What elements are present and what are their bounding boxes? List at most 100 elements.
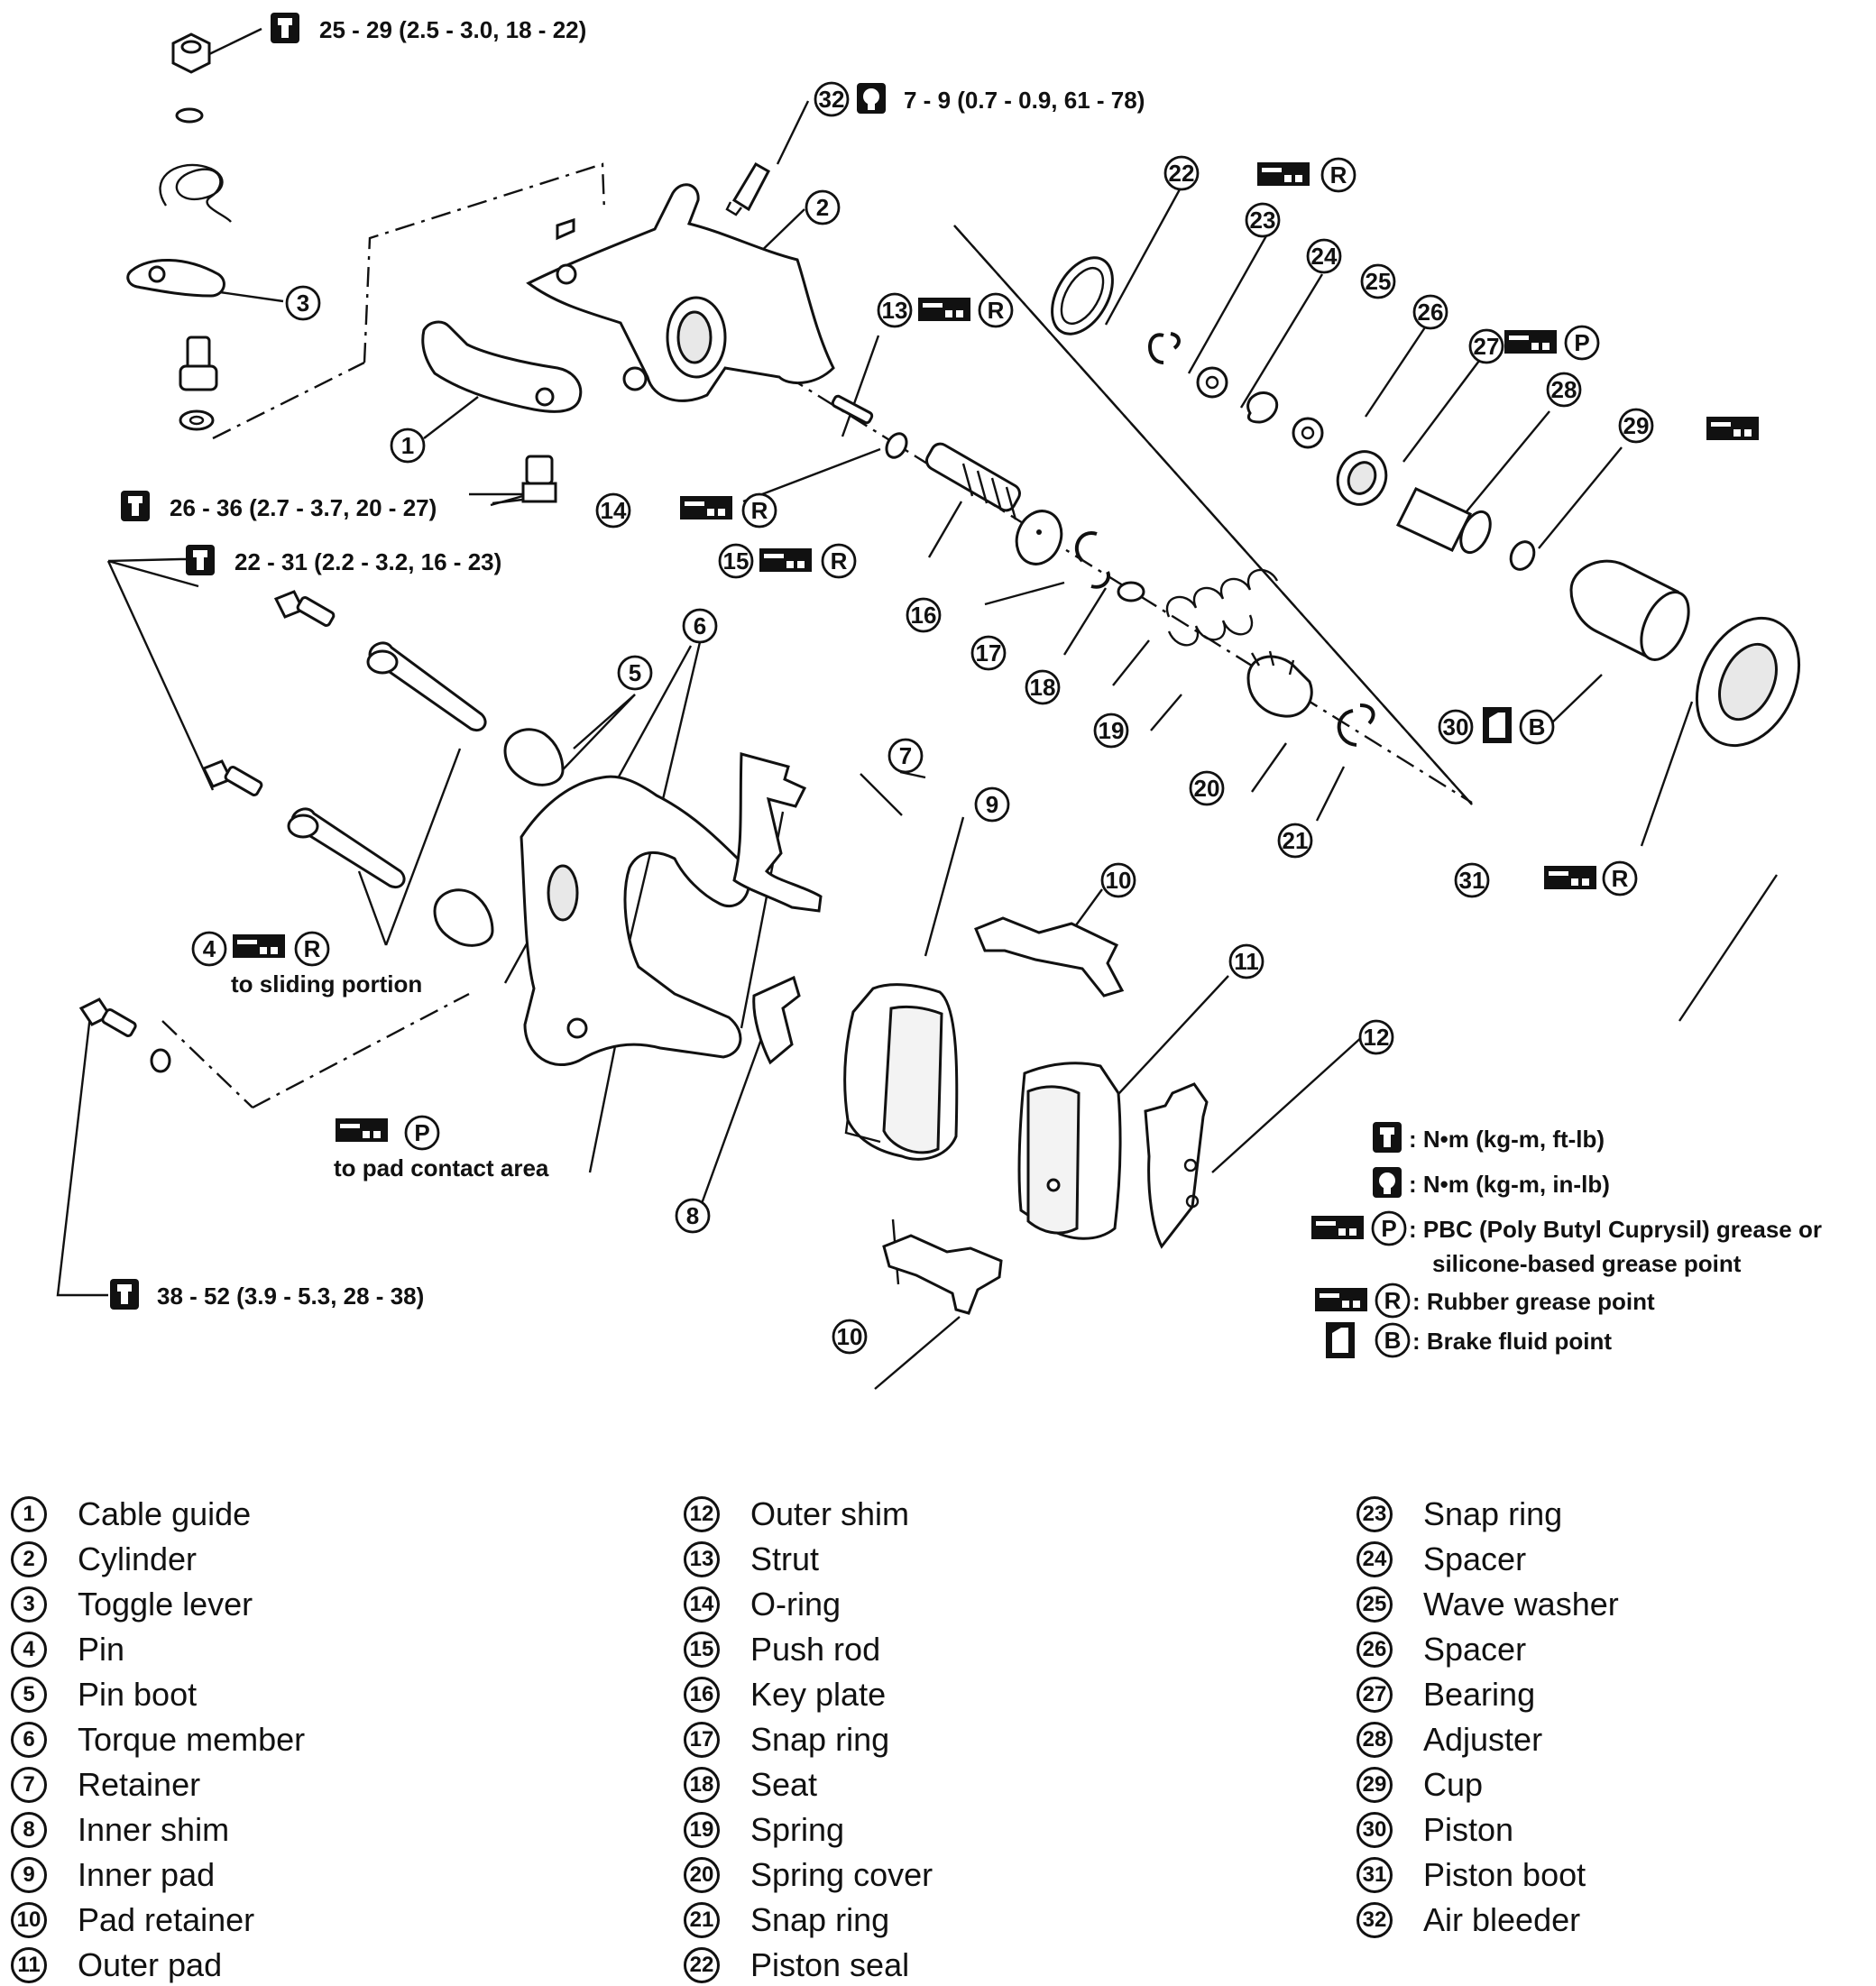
callout-28: 28 <box>1546 372 1582 408</box>
parts-list-name: Key plate <box>750 1676 887 1713</box>
svg-text:11: 11 <box>1234 948 1259 975</box>
parts-list-name: Inner pad <box>78 1856 216 1893</box>
torque-cable-guide-bolt: 26 - 36 (2.7 - 3.7, 20 - 27) <box>170 494 437 521</box>
parts-list-name: Retainer <box>78 1766 201 1803</box>
parts-list-name: Push rod <box>750 1631 881 1668</box>
parts-list-name: Strut <box>750 1540 820 1577</box>
svg-text:R: R <box>1384 1287 1402 1314</box>
parts-list-name: Torque member <box>78 1721 306 1758</box>
mark-r-15: R <box>821 543 857 579</box>
torque-mount-bolt: 38 - 52 (3.9 - 5.3, 28 - 38) <box>157 1283 424 1310</box>
svg-text:P: P <box>1381 1215 1396 1242</box>
parts-list-name: Toggle lever <box>78 1586 253 1623</box>
mark-r-4: R <box>294 931 330 967</box>
callout-29: 29 <box>1618 408 1654 444</box>
legend-torque-ftlb: : N•m (kg-m, ft-lb) <box>1409 1126 1605 1153</box>
legend-mark-b: B <box>1375 1322 1411 1358</box>
parts-list-number: 15 <box>684 1632 720 1668</box>
svg-text:P: P <box>1574 329 1589 356</box>
svg-text:B: B <box>1529 713 1546 740</box>
svg-text:25: 25 <box>1366 268 1392 295</box>
svg-text:20: 20 <box>1194 775 1220 802</box>
parts-list-number: 14 <box>684 1586 720 1623</box>
parts-list-item: 22 Piston seal <box>684 1945 909 1986</box>
legend-mark-p: P <box>1371 1210 1407 1246</box>
svg-text:19: 19 <box>1099 717 1125 744</box>
callout-8: 8 <box>675 1198 711 1234</box>
mark-r-13: R <box>978 292 1014 328</box>
svg-text:R: R <box>1612 865 1629 892</box>
parts-list-item: 14 O-ring <box>684 1584 841 1625</box>
callout-1: 1 <box>390 428 426 464</box>
parts-list-number: 31 <box>1356 1857 1393 1893</box>
parts-list-number: 22 <box>684 1947 720 1983</box>
parts-list-number: 11 <box>11 1947 47 1983</box>
svg-text:1: 1 <box>401 432 414 459</box>
legend-torque-inlb: : N•m (kg-m, in-lb) <box>1409 1171 1610 1198</box>
parts-list-number: 29 <box>1356 1767 1393 1803</box>
parts-list-name: Bearing <box>1423 1676 1536 1713</box>
parts-list-name: Cup <box>1423 1766 1484 1803</box>
parts-list-item: 15 Push rod <box>684 1629 880 1670</box>
legend-brake-fluid: : Brake fluid point <box>1412 1328 1612 1355</box>
parts-list-item: 29 Cup <box>1356 1764 1483 1806</box>
parts-list-name: Spring <box>750 1811 845 1848</box>
callout-6: 6 <box>682 608 718 644</box>
parts-list-number: 26 <box>1356 1632 1393 1668</box>
callout-7: 7 <box>887 738 924 774</box>
parts-list-number: 8 <box>11 1812 47 1848</box>
callout-14: 14 <box>595 492 631 529</box>
parts-list-number: 5 <box>11 1677 47 1713</box>
parts-list-name: Spacer <box>1423 1540 1527 1577</box>
parts-list-name: O-ring <box>750 1586 841 1623</box>
callout-3: 3 <box>285 285 321 321</box>
torque-air-bleeder: 7 - 9 (0.7 - 0.9, 61 - 78) <box>904 87 1145 114</box>
svg-text:10: 10 <box>1106 867 1132 894</box>
parts-list-name: Piston seal <box>750 1946 910 1983</box>
parts-list-number: 17 <box>684 1722 720 1758</box>
parts-list-name: Cylinder <box>78 1540 198 1577</box>
callout-25: 25 <box>1360 263 1396 299</box>
svg-text:3: 3 <box>297 290 309 317</box>
parts-list-number: 9 <box>11 1857 47 1893</box>
callout-16: 16 <box>906 597 942 633</box>
svg-text:R: R <box>988 297 1005 324</box>
callout-12: 12 <box>1358 1019 1394 1055</box>
svg-text:30: 30 <box>1443 713 1469 740</box>
svg-text:31: 31 <box>1459 867 1485 894</box>
svg-text:R: R <box>831 547 848 575</box>
parts-list-name: Inner shim <box>78 1811 230 1848</box>
legend-rubber-grease: : Rubber grease point <box>1412 1288 1655 1315</box>
callout-24: 24 <box>1306 238 1342 274</box>
parts-list-number: 23 <box>1356 1496 1393 1532</box>
parts-list-item: 24 Spacer <box>1356 1539 1526 1580</box>
note-to-pad-contact-area: to pad contact area <box>334 1154 549 1181</box>
callout-10-bottom: 10 <box>832 1319 868 1355</box>
note-to-sliding-portion: to sliding portion <box>231 970 422 998</box>
svg-text:12: 12 <box>1364 1024 1390 1051</box>
callout-17: 17 <box>970 635 1007 671</box>
svg-text:6: 6 <box>694 612 706 639</box>
callout-11: 11 <box>1228 943 1264 979</box>
callout-2: 2 <box>805 189 841 225</box>
parts-list-number: 25 <box>1356 1586 1393 1623</box>
parts-list-number: 24 <box>1356 1541 1393 1577</box>
parts-list-number: 21 <box>684 1902 720 1938</box>
svg-text:4: 4 <box>203 935 216 962</box>
svg-text:10: 10 <box>837 1323 863 1350</box>
svg-text:B: B <box>1384 1327 1402 1354</box>
legend-mark-r: R <box>1375 1283 1411 1319</box>
